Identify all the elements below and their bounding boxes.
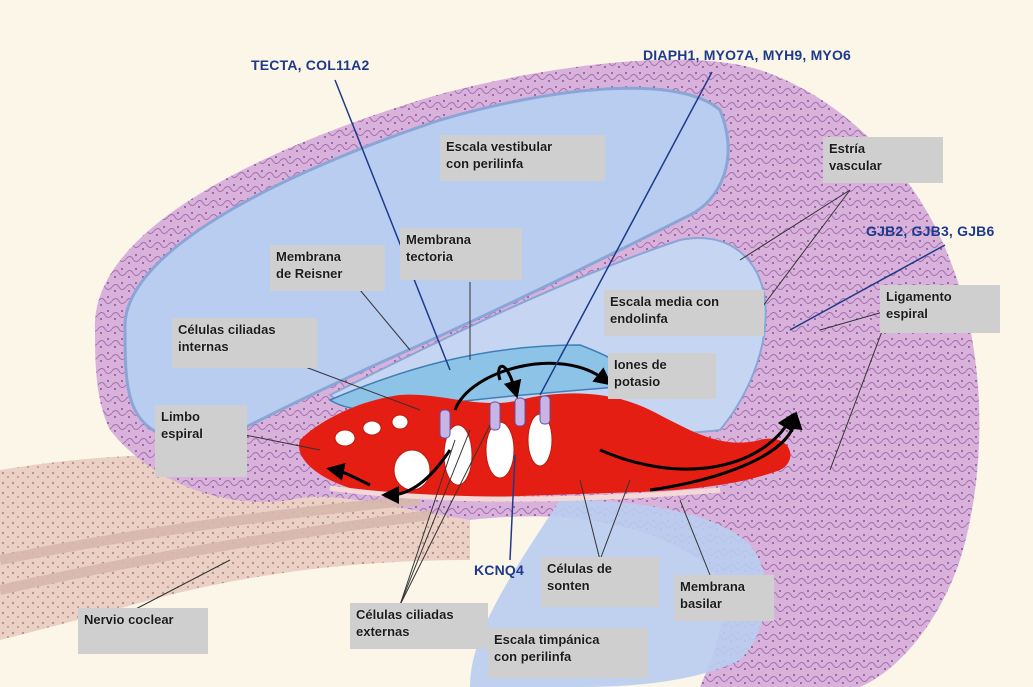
label-celulas-ciliadas-internas: Células ciliadas internas (172, 318, 317, 368)
label-escala-timpanica: Escala timpánica con perilinfa (488, 628, 648, 678)
label-nervio-coclear: Nervio coclear (78, 608, 208, 654)
label-membrana-tectoria: Membrana tectoria (400, 228, 522, 280)
label-iones-potasio: Iones de potasio (608, 353, 716, 399)
label-membrana-reisner: Membrana de Reisner (270, 245, 385, 291)
label-limbo-espiral: Limbo espiral (155, 405, 247, 477)
label-membrana-basilar: Membrana basilar (674, 575, 774, 621)
label-escala-vestibular: Escala vestibular con perilinfa (440, 135, 605, 181)
gene-diaph1-myo7a: DIAPH1, MYO7A, MYH9, MYO6 (643, 47, 851, 63)
label-escala-media: Escala media con endolinfa (604, 290, 764, 336)
gene-tecta-col11a2: TECTA, COL11A2 (251, 57, 369, 73)
gene-gjb: GJB2, GJB3, GJB6 (866, 223, 994, 239)
label-ligamento-espiral: Ligamento espiral (880, 285, 1000, 333)
label-estria-vascular: Estría vascular (823, 137, 943, 183)
label-celulas-ciliadas-externas: Células ciliadas externas (350, 603, 488, 649)
label-celulas-sonten: Células de sonten (541, 557, 659, 607)
gene-kcnq4: KCNQ4 (474, 562, 524, 578)
